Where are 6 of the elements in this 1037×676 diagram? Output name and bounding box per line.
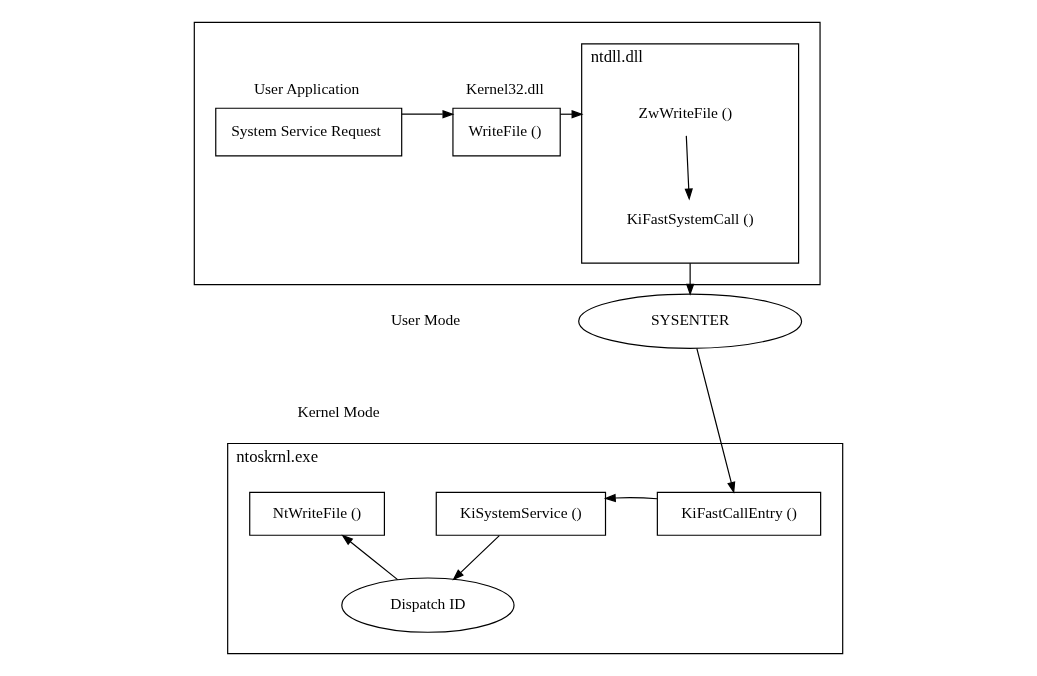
label: Kernel Mode — [297, 402, 380, 420]
node-label: Kernel32.dll — [466, 80, 544, 98]
node-text: KiFastSystemCall () — [626, 210, 754, 228]
label: User Mode — [390, 311, 461, 329]
node-text: ZwWriteFile () — [638, 104, 733, 122]
node-label: User Application — [253, 80, 360, 98]
